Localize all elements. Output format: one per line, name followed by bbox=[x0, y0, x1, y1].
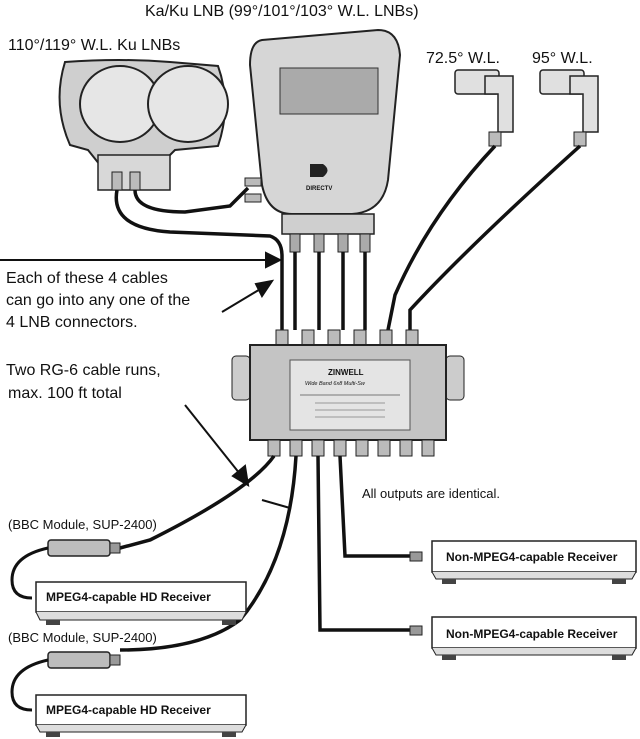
switch-model: Wide Band 6x8 Multi-Sw bbox=[305, 381, 366, 387]
ku-dual-lnb bbox=[58, 59, 229, 191]
cables-note-line-2: can go into any one of the bbox=[6, 292, 190, 309]
hd-receiver-2-label: MPEG4-capable HD Receiver bbox=[46, 703, 211, 717]
hd-receiver-1-label: MPEG4-capable HD Receiver bbox=[46, 590, 211, 604]
annotation-arrows bbox=[0, 251, 291, 509]
lnb-95 bbox=[539, 69, 599, 147]
kaku-lnb: DIRECTV bbox=[244, 28, 402, 253]
hd-receiver-2 bbox=[35, 694, 247, 737]
cables-note-line-3: 4 LNB connectors. bbox=[6, 314, 138, 331]
outputs-note: All outputs are identical. bbox=[362, 486, 500, 501]
bbc-module-1 bbox=[47, 539, 121, 557]
directv-logo: DIRECTV bbox=[306, 186, 332, 192]
non-mpeg4-receiver-2-label: Non-MPEG4-capable Receiver bbox=[446, 627, 618, 641]
kaku-lnb-title: Ka/Ku LNB (99°/101°/103° W.L. LNBs) bbox=[145, 3, 419, 20]
ku-lnb-title: 110°/119° W.L. Ku LNBs bbox=[8, 37, 180, 54]
non-mpeg4-receiver-2 bbox=[409, 616, 637, 660]
lnb-725 bbox=[454, 69, 514, 147]
hd-receiver-1 bbox=[35, 581, 247, 625]
bbc-module-label-2: (BBC Module, SUP-2400) bbox=[8, 630, 157, 645]
lnb-95-label: 95° W.L. bbox=[532, 50, 593, 67]
cables-note-line-1: Each of these 4 cables bbox=[6, 270, 168, 287]
rg6-note-line-1: Two RG-6 cable runs, bbox=[6, 362, 161, 379]
switch-brand: ZINWELL bbox=[328, 368, 364, 377]
lnb-725-label: 72.5° W.L. bbox=[426, 50, 500, 67]
bbc-module-label-1: (BBC Module, SUP-2400) bbox=[8, 517, 157, 532]
bbc-cable-2 bbox=[10, 658, 49, 712]
non-mpeg4-receiver-1 bbox=[409, 540, 637, 584]
lnb-cables bbox=[114, 144, 582, 331]
bbc-module-2 bbox=[47, 651, 121, 669]
rg6-note-line-2: max. 100 ft total bbox=[8, 385, 122, 402]
non-mpeg4-receiver-1-label: Non-MPEG4-capable Receiver bbox=[446, 550, 618, 564]
multiswitch: ZINWELL Wide Band 6x8 Multi-Sw bbox=[231, 329, 465, 457]
bbc-cable-1 bbox=[10, 546, 49, 600]
